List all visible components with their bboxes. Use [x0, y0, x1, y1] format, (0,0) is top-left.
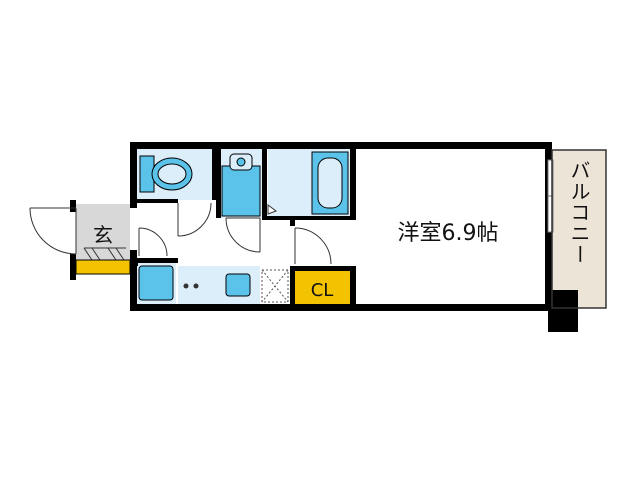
balcony-label: バルコニー — [567, 160, 591, 265]
fridge-fixture — [138, 265, 174, 301]
washing-machine-space — [261, 269, 289, 303]
western-room-label: 洋室6.9帖 — [398, 221, 499, 246]
entrance-floor — [76, 204, 130, 260]
stove-burners — [183, 283, 199, 289]
toilet-fixture — [139, 155, 193, 193]
hall-door-swing — [138, 227, 168, 257]
closet-label: CL — [311, 280, 334, 301]
toilet-door-swing — [177, 202, 212, 237]
room-door-swing — [294, 227, 332, 265]
entrance-door-swing — [29, 207, 126, 261]
balcony-outline — [551, 149, 607, 309]
closet-fill — [295, 271, 350, 304]
washroom-door-marker — [267, 204, 278, 215]
balcony-pillar — [548, 290, 578, 332]
washroom-door-swing — [225, 217, 261, 253]
entrance-label: 玄 — [93, 223, 113, 247]
sink-fixture — [225, 273, 251, 297]
balcony-floor — [552, 150, 606, 308]
bathtub-fixture — [311, 151, 349, 215]
shoe-cabinet — [75, 259, 131, 275]
washbasin-fixture — [221, 153, 261, 217]
